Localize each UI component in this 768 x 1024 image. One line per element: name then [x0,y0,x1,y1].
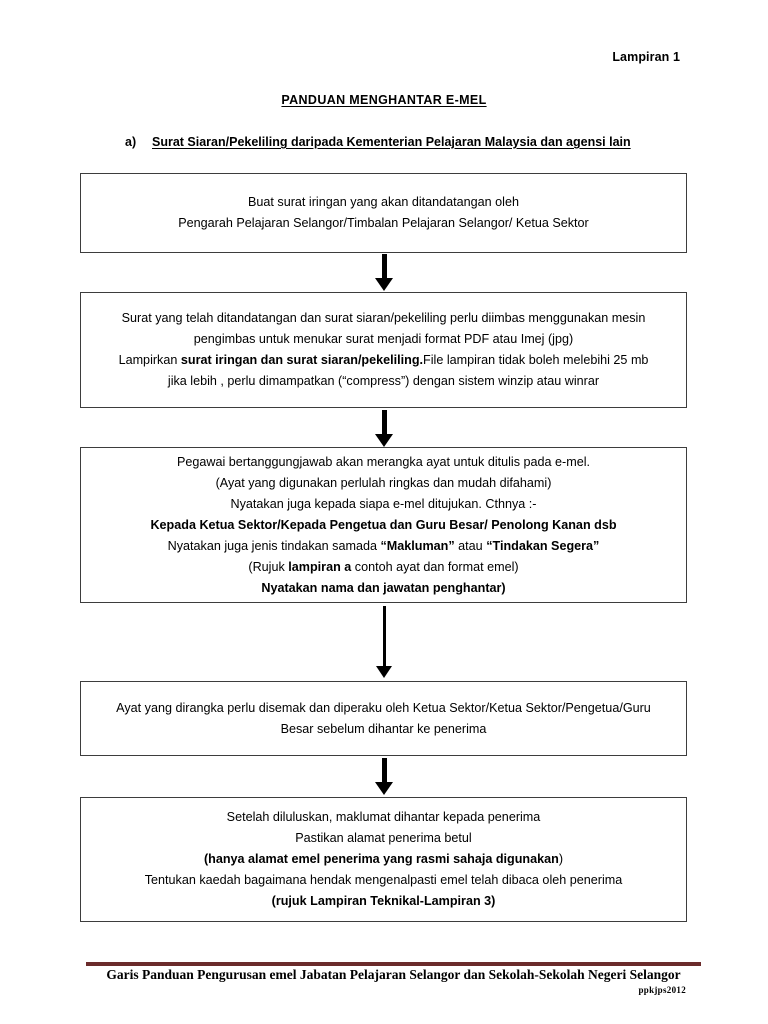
flow-step-5-line-4: Tentukan kaedah bagaimana hendak mengena… [144,873,623,887]
flow-step-3-line-5-a: Nyatakan juga jenis tindakan samada [167,538,381,553]
flow-step-3-line-6-b: lampiran a [288,559,352,574]
flow-step-3-line-3: Nyatakan juga kepada siapa e-mel ditujuk… [230,496,537,511]
section-heading: a) Surat Siaran/Pekeliling daripada Kemen… [125,135,631,149]
flow-step-3-line-4: Kepada Ketua Sektor/Kepada Pengetua dan … [150,515,616,536]
flow-step-3-line-7-text: Nyatakan nama dan jawatan penghantar) [261,580,506,595]
flow-step-2-line-3: Lampirkan surat iringan dan surat siaran… [119,350,649,371]
flow-step-3-line-4-text: Kepada Ketua Sektor/Kepada Pengetua dan … [150,517,617,532]
flow-step-5-line-2: Pastikan alamat penerima betul [295,831,472,845]
flow-step-2-line-4: jika lebih , perlu dimampatkan (“compres… [167,374,600,388]
flow-step-3-line-6-a: (Rujuk [248,559,289,574]
flow-step-3-line-6-c: contoh ayat dan format emel) [351,559,519,574]
flow-step-1-line-1: Buat surat iringan yang akan ditandatang… [248,195,519,209]
lampiran-label: Lampiran 1 [612,50,680,64]
flow-arrow-4 [375,758,393,795]
flow-step-3-line-5-c: atau [454,538,487,553]
page-title-text: PANDUAN MENGHANTAR E-MEL [281,93,487,107]
flow-step-5-line-3-a: (hanya alamat emel penerima yang rasmi s… [203,852,559,866]
flow-step-3-line-1: Pegawai bertanggungjawab akan merangka a… [176,454,591,469]
flow-step-2-line-3-b: surat iringan dan surat siaran/pekelilin… [180,353,424,367]
flow-step-2-line-3-a: Lampirkan [118,353,181,367]
flow-step-5-line-3-b: ) [558,852,564,866]
page-title: PANDUAN MENGHANTAR E-MEL [0,93,768,107]
arrow-shaft [381,410,387,434]
flow-step-3-line-5: Nyatakan juga jenis tindakan samada “Mak… [168,536,600,557]
flow-step-4-line-2: Besar sebelum dihantar ke penerima [280,721,487,736]
flow-step-2-line-2: pengimbas untuk menukar surat menjadi fo… [193,332,574,346]
flow-arrow-1 [375,254,393,291]
arrow-shaft [382,606,386,666]
flow-step-3: Pegawai bertanggungjawab akan merangka a… [80,447,687,603]
footer-divider [86,962,701,966]
flow-step-3-line-5-b: “Makluman” [380,538,455,553]
section-heading-text: Surat Siaran/Pekeliling daripada Kemente… [152,135,631,149]
section-marker: a) [125,135,137,149]
flow-step-5-line-1: Setelah diluluskan, maklumat dihantar ke… [226,810,541,824]
flow-arrow-3 [376,606,392,678]
flow-step-5-line-5-text: (rujuk Lampiran Teknikal-Lampiran 3) [271,894,496,908]
flow-step-3-line-7: Nyatakan nama dan jawatan penghantar) [261,578,505,599]
flow-step-5: Setelah diluluskan, maklumat dihantar ke… [80,797,687,922]
flow-step-2-line-1: Surat yang telah ditandatangan dan surat… [121,311,646,325]
flow-step-1: Buat surat iringan yang akan ditandatang… [80,173,687,253]
arrow-shaft [381,254,387,278]
footer-text: Garis Panduan Pengurusan emel Jabatan Pe… [106,967,681,982]
arrow-head-icon [375,434,393,447]
arrow-shaft [381,758,387,782]
flow-step-4-line-1: Ayat yang dirangka perlu disemak dan dip… [116,700,651,715]
flow-step-2-line-3-c: File lampiran tidak boleh melebihi 25 mb [423,353,649,367]
arrow-head-icon [375,782,393,795]
flow-step-5-line-3: (hanya alamat emel penerima yang rasmi s… [204,849,563,870]
flow-step-5-line-5: (rujuk Lampiran Teknikal-Lampiran 3) [272,891,496,912]
flow-step-3-line-6: (Rujuk lampiran a contoh ayat dan format… [248,557,518,578]
flow-arrow-2 [375,410,393,447]
footer-code: ppkjps2012 [638,985,686,995]
flow-step-2: Surat yang telah ditandatangan dan surat… [80,292,687,408]
arrow-head-icon [375,278,393,291]
flow-step-4: Ayat yang dirangka perlu disemak dan dip… [80,681,687,756]
flow-step-1-line-2: Pengarah Pelajaran Selangor/Timbalan Pel… [178,216,589,230]
flow-step-3-line-5-d: “Tindakan Segera” [486,538,600,553]
arrow-head-icon [376,666,392,678]
flow-step-3-line-2: (Ayat yang digunakan perlulah ringkas da… [215,475,552,490]
